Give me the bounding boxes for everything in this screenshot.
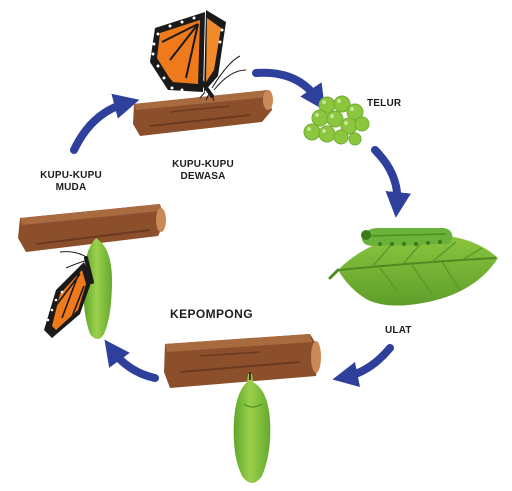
eggs-cluster — [303, 95, 370, 146]
label-kupu-kupu-dewasa-line2: DEWASA — [180, 171, 226, 182]
chrysalis — [233, 372, 271, 483]
branch-bottom — [164, 334, 321, 388]
arrow-pupa-to-young-butterfly — [104, 339, 159, 382]
branch-top — [133, 90, 273, 136]
arrow-adult-to-egg — [252, 68, 326, 111]
branch-left — [18, 204, 166, 252]
adult-butterfly — [150, 10, 247, 102]
leaf — [328, 234, 498, 306]
arrow-young-to-adult — [70, 93, 140, 154]
arrow-caterpillar-to-pupa — [332, 344, 394, 388]
label-kupu-kupu-muda-line2: MUDA — [55, 182, 87, 193]
label-kupu-kupu-muda-line1: KUPU-KUPU — [40, 170, 102, 181]
caterpillar — [361, 228, 453, 246]
label-ulat: ULAT — [385, 325, 412, 336]
young-butterfly — [44, 251, 94, 338]
arrow-egg-to-caterpillar — [371, 146, 412, 218]
empty-chrysalis — [83, 238, 112, 339]
label-telur: TELUR — [367, 98, 402, 109]
label-kupu-kupu-dewasa-line1: KUPU-KUPU — [172, 159, 234, 170]
label-kupu-kupu-muda: KUPU-KUPU MUDA — [36, 170, 106, 194]
label-kepompong: KEPOMPONG — [170, 307, 253, 321]
label-kupu-kupu-dewasa: KUPU-KUPU DEWASA — [168, 159, 238, 183]
